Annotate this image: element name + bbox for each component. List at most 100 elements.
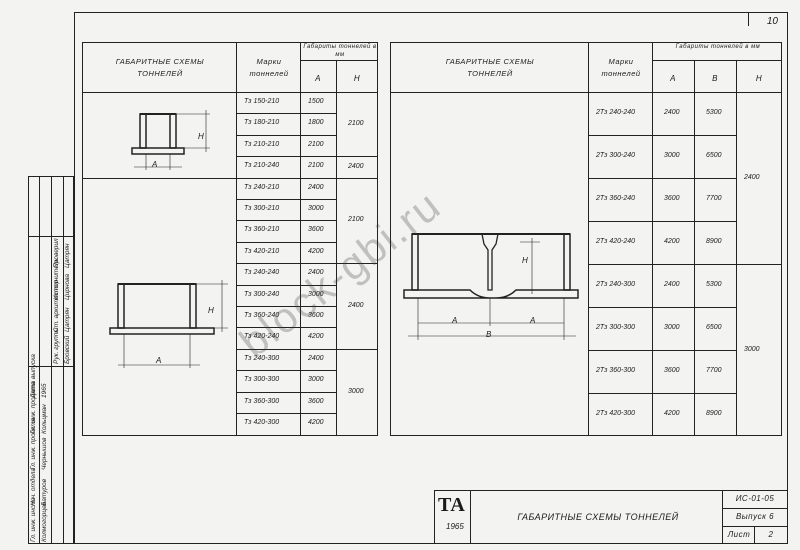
stamp-code: ИС-01-05 <box>735 494 775 503</box>
right-row-a: 4200 <box>664 238 680 245</box>
right-row-a: 3600 <box>664 195 680 202</box>
left-row-mark: Тз 300-240 <box>244 290 280 298</box>
left-row-mark: Тз 360-300 <box>244 397 280 405</box>
left-row-a: 4200 <box>308 247 324 255</box>
left-header-marks: Марки тоннелей <box>249 57 289 78</box>
left-row-mark: Тз 180-210 <box>244 119 280 127</box>
right-row-mark: 2Тз 300-240 <box>596 152 636 159</box>
side-stamp-cell: Цатрян <box>64 307 71 333</box>
right-row-mark: 2Тз 360-300 <box>596 367 636 374</box>
right-row-mark: 2Тз 420-300 <box>596 410 636 417</box>
side-stamp-cell: 1965 <box>41 383 48 398</box>
left-row-a: 3600 <box>308 312 324 319</box>
left-h-group: 2400 <box>348 162 364 170</box>
left-row-mark: Тз 210-240 <box>244 162 280 170</box>
left-row-mark: Тз 360-210 <box>244 226 280 234</box>
logo-year: 1965 <box>446 522 464 531</box>
right-row-a: 2400 <box>664 281 680 288</box>
left-scheme-large <box>109 280 228 368</box>
left-row-mark: Тз 300-210 <box>244 205 280 212</box>
left-row-a: 3000 <box>308 205 324 212</box>
right-row-b: 8900 <box>706 238 722 245</box>
right-row-mark: 2Тз 420-240 <box>596 238 636 245</box>
side-stamp-cell: Цатрян <box>64 243 71 269</box>
left-row-a: 2400 <box>308 183 324 191</box>
left-row-a: 3000 <box>308 290 324 298</box>
left-row-a: 4200 <box>308 419 324 426</box>
left-row-mark: Тз 240-300 <box>244 354 280 362</box>
left-col-a: А <box>315 74 321 83</box>
right-dim-b: В <box>486 330 492 339</box>
left-row-mark: Тз 210-210 <box>244 140 280 148</box>
left-row-mark: Тз 420-300 <box>244 419 280 426</box>
left-row-mark: Тз 420-240 <box>244 333 280 341</box>
side-stamp-cell: Дата выпуска <box>30 354 37 398</box>
right-row-a: 4200 <box>664 410 680 417</box>
logo-ta: ТА <box>438 494 465 516</box>
side-stamp-cell: Кольцман <box>41 404 48 434</box>
side-stamp-cell: Батуров <box>41 479 48 506</box>
left-row-a: 3000 <box>308 376 324 384</box>
left-row-a: 2100 <box>308 162 324 170</box>
page-number: 10 <box>766 16 778 27</box>
left-row-mark: Тз 420-210 <box>244 247 280 255</box>
left-h-group: 2100 <box>348 120 364 128</box>
left-row-a: 2400 <box>308 269 324 277</box>
left-dim-a-2: А <box>156 356 162 365</box>
left-row-mark: Тз 240-210 <box>244 183 280 191</box>
left-dim-a-1: А <box>152 160 158 169</box>
right-h-group: 2400 <box>744 174 760 181</box>
side-stamp-cell: Бровский <box>64 335 71 364</box>
left-col-h: Н <box>353 74 361 83</box>
side-stamp-cell: Чернышов <box>41 437 48 470</box>
left-header-schemes: ГАБАРИТНЫЕ СХЕМЫ ТОННЕЛЕЙ <box>115 57 205 78</box>
side-stamp-cell: Нач. отдела <box>30 467 37 506</box>
right-table <box>390 42 782 436</box>
left-row-mark: Тз 240-240 <box>244 269 280 277</box>
left-scheme-small <box>131 110 210 170</box>
right-row-b: 5300 <box>706 281 722 288</box>
right-row-mark: 2Тз 300-300 <box>596 324 636 331</box>
side-stamp-cell: Рук. группы <box>53 327 60 364</box>
right-row-a: 3000 <box>664 152 680 159</box>
right-row-b: 7700 <box>706 195 722 202</box>
right-h-group: 3000 <box>744 346 760 353</box>
left-row-mark: Тз 300-300 <box>244 376 280 384</box>
left-row-a: 4200 <box>308 333 324 341</box>
left-row-mark: Тз 150-210 <box>244 98 280 105</box>
side-stamp-cell: Цирнова <box>64 273 71 300</box>
right-row-mark: 2Тз 240-240 <box>596 109 636 116</box>
stamp-issue: Выпуск 6 <box>735 512 775 521</box>
left-table <box>82 42 378 436</box>
right-row-b: 5300 <box>706 109 722 116</box>
stamp-sheet-label: Лист <box>727 530 751 539</box>
left-row-mark: Тз 360-240 <box>244 312 280 319</box>
right-row-mark: 2Тз 360-240 <box>596 195 636 202</box>
right-scheme-double <box>403 233 579 340</box>
right-dim-h: Н <box>522 256 529 265</box>
left-row-a: 3600 <box>308 226 324 234</box>
left-h-group: 3000 <box>348 387 364 395</box>
right-header-dims: Габариты тоннелей в мм <box>675 44 761 50</box>
right-header-schemes: ГАБАРИТНЫЕ СХЕМЫ ТОННЕЛЕЙ <box>445 57 535 78</box>
right-row-b: 7700 <box>706 367 722 374</box>
left-dim-h-1: Н <box>198 132 205 141</box>
left-row-a: 1800 <box>308 119 324 127</box>
right-dim-a-2: А <box>530 316 536 325</box>
title-block <box>434 490 788 544</box>
left-h-group: 2400 <box>348 302 364 309</box>
right-row-b: 6500 <box>706 152 722 159</box>
left-row-a: 2100 <box>308 140 324 148</box>
right-row-a: 2400 <box>664 109 680 116</box>
left-row-a: 2400 <box>308 354 324 362</box>
stamp-sheet-number: 2 <box>768 530 774 539</box>
stamp-title: ГАБАРИТНЫЕ СХЕМЫ ТОННЕЛЕЙ <box>517 512 679 522</box>
right-row-a: 3600 <box>664 367 680 374</box>
left-dim-h-2: Н <box>208 306 215 315</box>
right-col-b: В <box>712 74 718 83</box>
right-row-mark: 2Тз 240-300 <box>596 281 636 288</box>
right-row-b: 6500 <box>706 324 722 331</box>
side-stamp-cell: Колмогорцев <box>41 501 48 542</box>
right-row-b: 8900 <box>706 410 722 417</box>
right-row-a: 3000 <box>664 324 680 331</box>
